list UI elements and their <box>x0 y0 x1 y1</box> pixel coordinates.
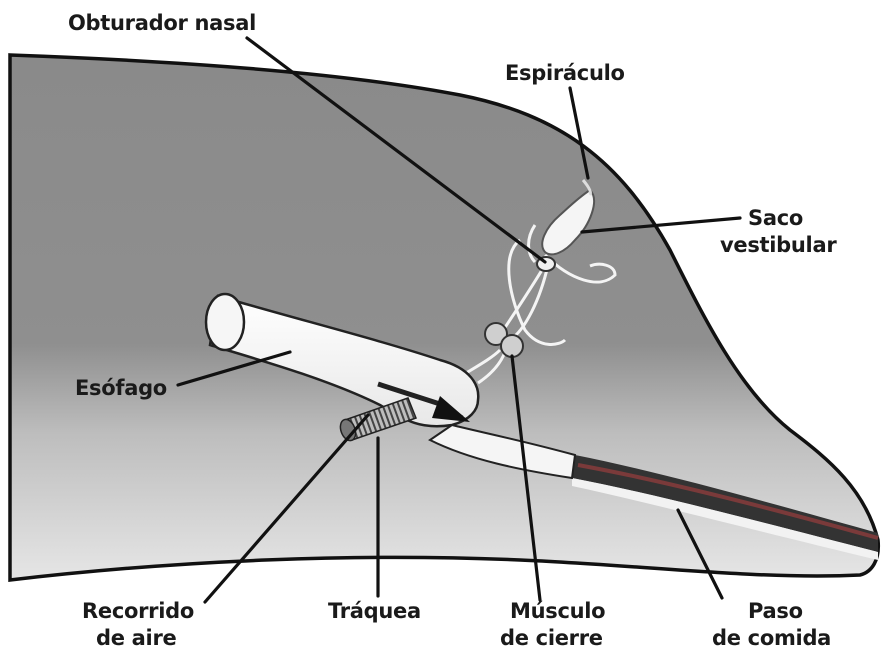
label-espiraculo: Espiráculo <box>505 61 625 85</box>
label-de-cierre: de cierre <box>500 626 603 650</box>
label-vestibular: vestibular <box>720 233 837 257</box>
label-de-aire: de aire <box>96 626 177 650</box>
label-musculo: Músculo <box>510 599 605 623</box>
label-traquea: Tráquea <box>328 599 421 623</box>
label-esofago: Esófago <box>75 376 167 400</box>
label-de-comida: de comida <box>712 626 831 650</box>
label-saco: Saco <box>748 206 803 230</box>
label-paso: Paso <box>748 599 803 623</box>
esophagus-opening <box>206 294 244 350</box>
label-recorrido: Recorrido <box>82 599 194 623</box>
label-obturador-nasal: Obturador nasal <box>68 11 256 35</box>
